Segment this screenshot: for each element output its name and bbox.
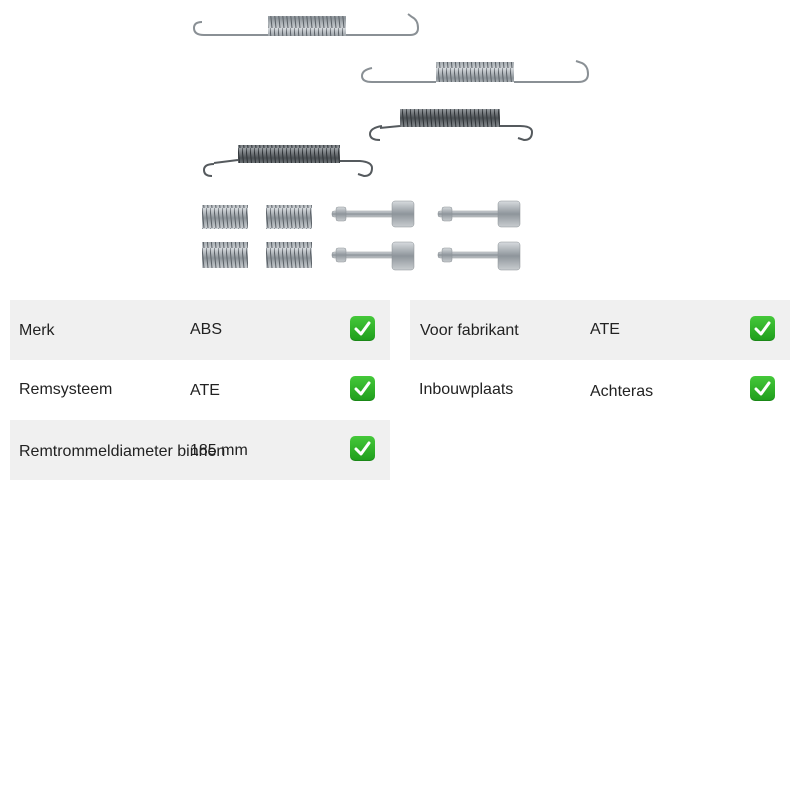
- spec-row-inbouwplaats: Inbouwplaats Achteras: [410, 360, 790, 420]
- spec-label: Remtrommeldiameter binnen: [19, 443, 226, 460]
- spec-label: Remsysteem: [19, 381, 113, 398]
- check-icon: [750, 316, 775, 341]
- spec-value: ABS: [190, 321, 223, 338]
- return-spring-2: [360, 60, 590, 83]
- spec-value: ATE: [590, 321, 620, 338]
- check-icon: [350, 316, 375, 341]
- spec-row-remtrommeldiameter: Remtrommeldiameter binnen 185 mm: [10, 420, 390, 480]
- brake-spring-kit-image: [192, 13, 590, 271]
- spec-value: 185 mm: [190, 442, 248, 459]
- spec-label: Merk: [19, 322, 55, 339]
- retaining-pins: [331, 200, 521, 271]
- check-icon: [750, 376, 775, 401]
- spec-label: Inbouwplaats: [419, 381, 514, 398]
- spec-label: Voor fabrikant: [420, 322, 519, 339]
- spec-value: ATE: [190, 382, 220, 399]
- spec-row-voor-fabrikant: Voor fabrikant ATE: [410, 300, 790, 360]
- hold-down-springs: [202, 205, 312, 268]
- return-spring-4: [202, 145, 374, 178]
- product-image: [190, 8, 600, 276]
- spec-row-remsysteem: Remsysteem ATE: [10, 360, 390, 420]
- return-spring-3: [368, 109, 534, 142]
- return-spring-1: [192, 13, 420, 36]
- spec-row-merk: Merk ABS: [10, 300, 390, 360]
- check-icon: [350, 436, 375, 461]
- check-icon: [350, 376, 375, 401]
- spec-value: Achteras: [590, 383, 654, 400]
